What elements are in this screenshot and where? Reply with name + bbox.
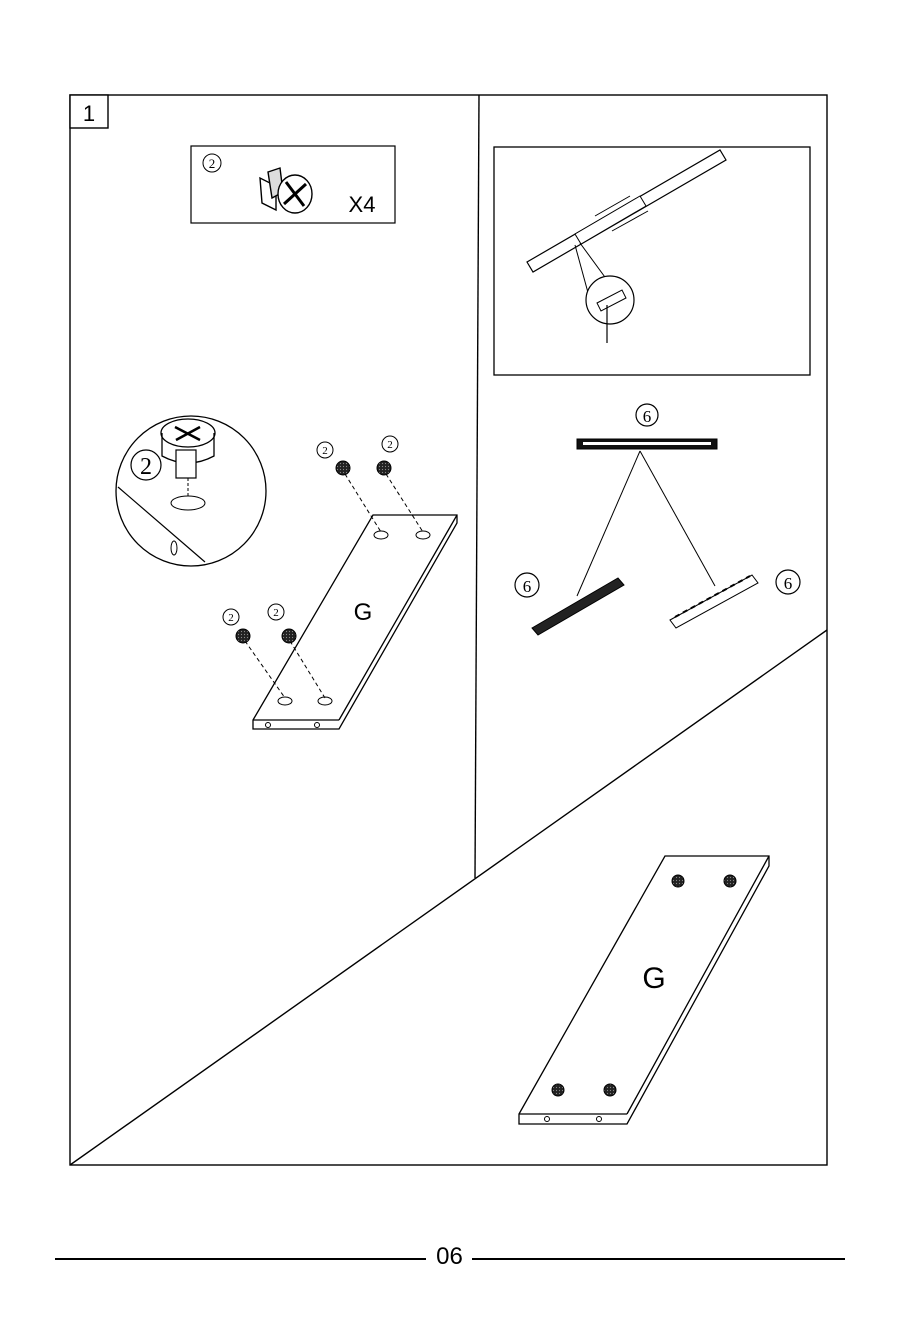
panel-g-left-label: G: [354, 599, 373, 626]
parts-box-quantity: X4: [349, 192, 376, 217]
cam-label-top-right: 2: [387, 439, 393, 451]
parts-box: 2 X4: [191, 146, 395, 223]
panel-g-final-label: G: [642, 962, 665, 995]
slide-left-part-label: 6: [523, 577, 532, 596]
cam-detail-callout: 2: [116, 416, 266, 566]
drawer-slide-group: 6 6 6: [515, 404, 800, 635]
slide-detail-box: [494, 147, 810, 375]
step-number-box: 1: [70, 95, 108, 128]
page-number-text: 06: [428, 1243, 471, 1270]
parts-box-part-number: 2: [209, 156, 216, 171]
detail-part-number: 2: [140, 454, 152, 480]
slide-right-part-label: 6: [784, 574, 793, 593]
cam-label-bottom-left: 2: [228, 612, 234, 624]
cam-label-top-left: 2: [322, 445, 328, 457]
page-number: 06: [0, 1243, 899, 1271]
step-number: 1: [83, 101, 95, 126]
cam-label-bottom-right: 2: [273, 607, 279, 619]
panel-g-final: G: [519, 856, 769, 1124]
slide-assembled-label: 6: [643, 407, 652, 426]
